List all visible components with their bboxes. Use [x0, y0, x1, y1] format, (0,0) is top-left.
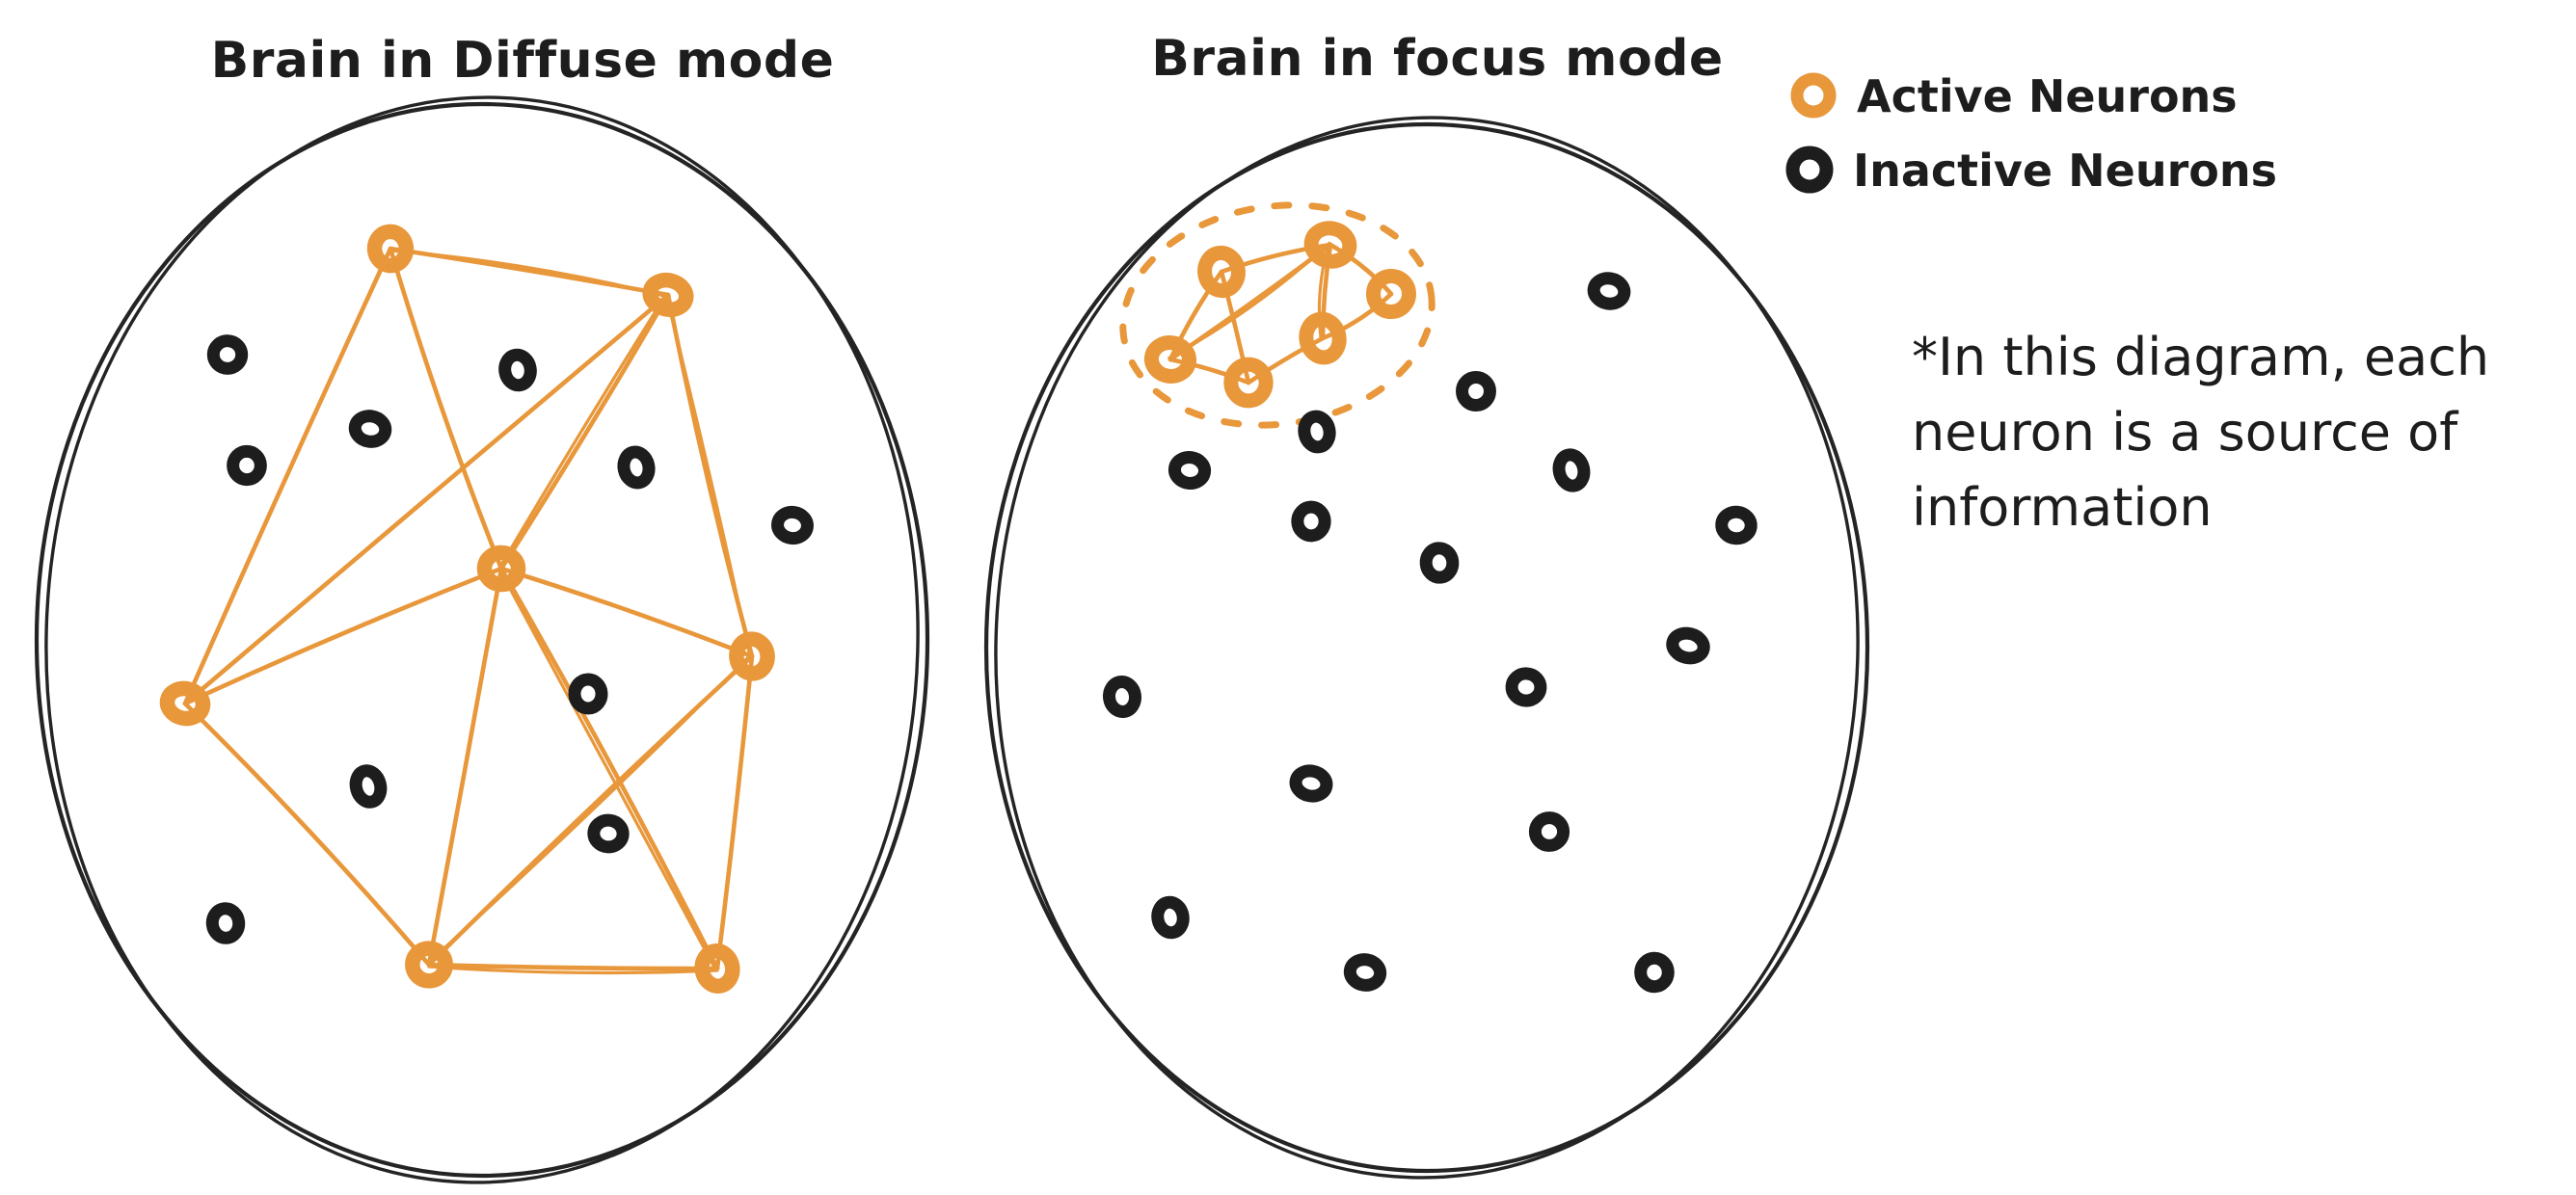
inactive-neuron: [1419, 542, 1460, 584]
inactive-neuron: [617, 445, 656, 490]
inactive-neuron: [1298, 410, 1336, 454]
inactive-neuron: [1343, 953, 1387, 992]
inactive-neuron: [498, 348, 537, 392]
neuron-link: [498, 566, 755, 659]
inactive-neuron: [1289, 764, 1333, 803]
neuron-link: [388, 246, 504, 571]
inactive-neuron: [1505, 667, 1547, 707]
inactive-neuron: [1291, 500, 1331, 543]
neuron-link-double-stroke: [426, 652, 753, 966]
neuron-link: [1320, 291, 1394, 341]
active-neuron: [729, 631, 775, 681]
diagram-render-layer: [34, 95, 1870, 1184]
active-neuron: [476, 544, 526, 593]
inactive-neuron: [1167, 451, 1212, 490]
active-neuron: [1303, 221, 1357, 269]
footnote: *In this diagram, each neuron is a sourc…: [1912, 327, 2489, 538]
diffuse-mode-title: Brain in Diffuse mode: [211, 32, 835, 90]
inactive-neuron: [1528, 811, 1570, 852]
neuron-link-double-stroke: [427, 965, 719, 975]
active-neuron: [1197, 245, 1246, 299]
neuron-link: [182, 292, 671, 706]
active-neuron: [159, 680, 211, 727]
inactive-neuron: [348, 410, 392, 448]
inactive-neuron: [349, 764, 388, 809]
neuron-link: [1246, 335, 1326, 385]
legend: Active Neurons Inactive Neurons: [1785, 70, 2277, 197]
neuron-link: [1167, 357, 1251, 385]
inactive-neuron: [1587, 272, 1631, 310]
neuron-link-double-stroke: [497, 568, 717, 971]
neuron-link: [426, 962, 720, 971]
inactive-neuron: [1456, 370, 1496, 412]
diffuse-brain-outline-sketch-echo: [44, 95, 920, 1184]
inactive-neuron: [568, 673, 608, 715]
inactive-neuron: [771, 505, 814, 545]
active-neuron: [642, 272, 694, 318]
inactive-neuron-legend-icon: [1785, 146, 1834, 194]
focus-brain-outline: [983, 121, 1870, 1174]
active-neuron: [1299, 311, 1347, 365]
inactive-neuron: [205, 902, 246, 944]
footnote-line-2: neuron is a source of: [1912, 402, 2459, 463]
inactive-neuron: [1151, 895, 1190, 940]
neuron-link: [498, 566, 720, 971]
neuron-link: [714, 653, 755, 971]
neuron-link-double-stroke: [664, 293, 752, 659]
neuron-link: [498, 292, 671, 571]
diffuse-brain-outline: [34, 101, 930, 1179]
active-neuron: [694, 943, 740, 994]
focus-brain-outline-sketch-echo: [994, 116, 1860, 1180]
inactive-neuron: [1666, 626, 1710, 665]
active-neuron-legend-label: Active Neurons: [1857, 70, 2238, 122]
neuron-link: [1328, 242, 1394, 297]
inactive-neuron: [1634, 951, 1675, 994]
inactive-neuron: [1715, 505, 1758, 545]
active-neuron: [1366, 268, 1416, 320]
neuron-link-double-stroke: [497, 292, 668, 570]
neuron-link: [182, 566, 504, 706]
inactive-neuron: [1552, 448, 1591, 492]
active-neuron: [1143, 335, 1197, 384]
neuron-link: [182, 246, 393, 706]
neuron-link: [426, 566, 504, 968]
inactive-neuron: [1102, 676, 1142, 718]
inactive-neuron: [587, 813, 630, 854]
inactive-neuron: [206, 334, 249, 375]
footnote-line-3: information: [1912, 477, 2213, 538]
inactive-neuron-legend-label: Inactive Neurons: [1853, 145, 2277, 197]
focus-mode-title: Brain in focus mode: [1151, 30, 1723, 88]
footnote-line-1: *In this diagram, each: [1912, 327, 2489, 387]
active-neuron-legend-icon: [1790, 72, 1837, 119]
neuron-link: [182, 701, 432, 968]
inactive-neuron: [227, 444, 267, 487]
active-neuron: [1223, 357, 1274, 409]
active-neuron: [405, 941, 453, 989]
neuron-link-double-stroke: [389, 249, 670, 299]
focus-brain-active-cluster-ellipse: [1119, 201, 1436, 429]
active-neuron: [366, 224, 415, 274]
